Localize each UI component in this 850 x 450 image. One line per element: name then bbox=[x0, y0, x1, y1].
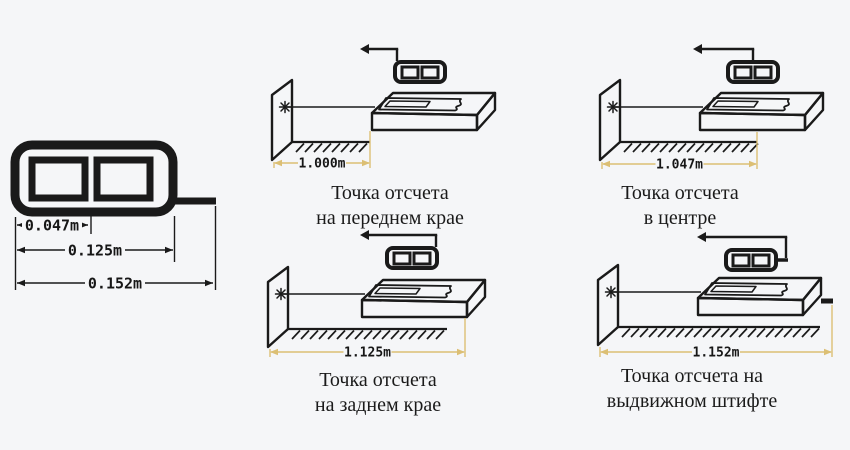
measurement-label: 1.152m bbox=[693, 346, 740, 361]
ground-hatching bbox=[292, 140, 370, 153]
display-panel bbox=[368, 284, 452, 299]
scene-front-edge: 1.000m bbox=[270, 44, 497, 172]
measurement-label: 0.047m bbox=[25, 217, 79, 235]
reference-point-icon bbox=[385, 246, 439, 270]
rangefinder-device bbox=[370, 91, 497, 132]
rangefinder-device bbox=[698, 91, 825, 132]
caption-back-edge: Точка отсчета на заднем крае bbox=[258, 368, 498, 418]
caption-line: Точка отсчета bbox=[331, 182, 449, 204]
caption-line: Точка отсчета bbox=[621, 182, 739, 204]
caption-line: на переднем крае bbox=[316, 207, 464, 229]
ground-hatching bbox=[620, 140, 759, 153]
reference-point-icon bbox=[726, 60, 780, 84]
measurement-label: 0.152m bbox=[88, 275, 142, 293]
device-body bbox=[10, 140, 178, 217]
dimension: 1.125m bbox=[269, 318, 466, 361]
measurement-label: 1.047m bbox=[656, 158, 703, 173]
scene-extended-pin: 1.152m bbox=[596, 232, 833, 361]
reference-point-icon bbox=[393, 60, 447, 84]
target-wall bbox=[596, 263, 620, 347]
scene-back-edge: 1.125m bbox=[266, 230, 487, 361]
display-panel bbox=[704, 282, 788, 297]
direction-arrow-icon bbox=[360, 230, 438, 247]
caption-line: Точка отсчета bbox=[319, 369, 437, 391]
reference-point-icon bbox=[724, 248, 788, 272]
caption-front-edge: Точка отсчета на переднем крае bbox=[270, 181, 510, 231]
direction-arrow-icon bbox=[697, 232, 788, 258]
ground-hatching bbox=[288, 327, 447, 340]
display-panel bbox=[706, 97, 790, 112]
device-top-view-diagram: 0.047m 0.125m 0.152m bbox=[10, 140, 217, 293]
device-window-left bbox=[28, 156, 89, 202]
ground-hatching bbox=[618, 325, 820, 338]
scene-center: 1.047m bbox=[598, 44, 825, 173]
dimension-with-pin: 0.152m bbox=[17, 275, 213, 293]
caption-line: на заднем крае bbox=[314, 394, 442, 416]
extension-lines bbox=[14, 206, 217, 290]
dimension-body-length: 0.125m bbox=[17, 242, 173, 260]
rangefinder-device bbox=[696, 276, 823, 317]
target-wall bbox=[266, 265, 290, 349]
direction-arrow-icon bbox=[360, 44, 399, 61]
measurement-label: 1.000m bbox=[299, 157, 346, 172]
dimension: 1.152m bbox=[599, 305, 833, 361]
display-panel bbox=[378, 97, 462, 112]
dimension-front-to-center: 0.047m bbox=[17, 217, 88, 235]
rangefinder-device bbox=[360, 278, 487, 319]
dimension: 1.000m bbox=[273, 131, 371, 172]
target-wall bbox=[598, 78, 622, 162]
caption-line: в центре bbox=[643, 207, 717, 229]
caption-line: выдвижном штифте bbox=[606, 390, 778, 412]
direction-arrow-icon bbox=[693, 44, 755, 61]
caption-extended-pin: Точка отсчета на выдвижном штифте bbox=[570, 364, 814, 414]
measurement-label: 1.125m bbox=[344, 346, 391, 361]
device-window-right bbox=[93, 156, 154, 202]
caption-line: Точка отсчета на bbox=[620, 365, 764, 387]
target-wall bbox=[270, 78, 294, 162]
measurement-label: 0.125m bbox=[68, 242, 122, 260]
caption-center: Точка отсчета в центре bbox=[578, 181, 782, 231]
dimension: 1.047m bbox=[601, 132, 758, 173]
